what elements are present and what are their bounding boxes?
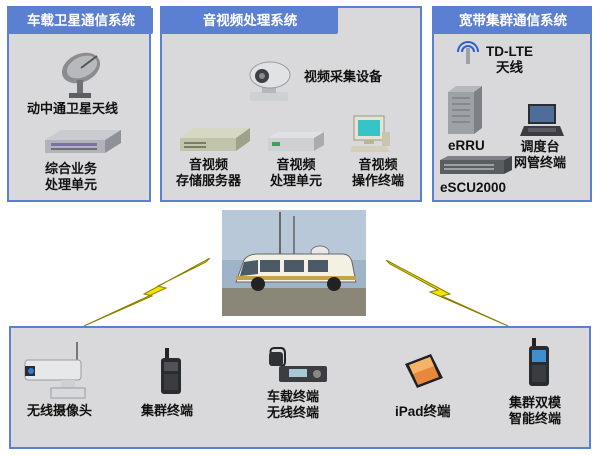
label-line: eSCU2000: [440, 180, 507, 195]
label-line: 网管终端: [514, 156, 567, 171]
satellite-system-title: 车载卫星通信系统: [9, 8, 153, 34]
av-system-panel: 音视频处理系统 视频采集设备 音视频 存储服务器: [160, 6, 422, 202]
wireless-link-right-icon: [384, 260, 510, 328]
service-unit-label: 综合业务 处理单元: [45, 162, 97, 194]
satellite-system-panel: 车载卫星通信系统 动中通卫星天线 综合业务 处理单元: [7, 6, 153, 202]
wireless-link-left-icon: [80, 258, 212, 328]
label-line: 天线: [496, 60, 523, 75]
cluster-terminal-label: 集群终端: [141, 404, 193, 420]
dual-mode-terminal-label: 集群双模 智能终端: [509, 396, 561, 428]
satellite-antenna-label: 动中通卫星天线: [27, 102, 118, 118]
tdlte-antenna-icon: [454, 38, 482, 64]
dispatch-laptop-icon: [518, 102, 566, 140]
broadband-system-title: 宽带集群通信系统: [434, 8, 592, 34]
service-unit-icon: [41, 126, 125, 156]
escu-label: eSCU2000: [440, 180, 506, 196]
cluster-terminal-icon: [159, 348, 183, 396]
label-line: iPad终端: [395, 404, 451, 419]
label-line: 无线终端: [267, 406, 320, 421]
wireless-camera-icon: [21, 342, 93, 400]
command-vehicle-photo: [222, 210, 366, 316]
label-line: 处理单元: [45, 178, 98, 193]
video-camera-icon: [244, 58, 294, 104]
dispatch-terminal-label: 调度台 网管终端: [514, 140, 566, 172]
processing-unit-icon: [266, 130, 326, 154]
broadband-system-panel: 宽带集群通信系统 TD-LTE 天线 eRRU: [432, 6, 592, 202]
label-line: 视频采集设备: [304, 70, 383, 85]
label-line: 车载终端: [267, 390, 320, 405]
label-line: 音视频: [276, 158, 316, 173]
vehicle-terminal-label: 车载终端 无线终端: [267, 390, 319, 422]
operation-terminal-icon: [350, 114, 392, 154]
terminals-panel: 无线摄像头 集群终端 车载终端 无线终端 iPad终端: [9, 326, 591, 449]
tdlte-antenna-label: TD-LTE 天线: [486, 44, 533, 76]
storage-server-icon: [178, 126, 252, 154]
label-line: 音视频: [358, 158, 398, 173]
label-line: 操作终端: [352, 174, 405, 189]
errru-icon: [444, 84, 484, 136]
label-line: 存储服务器: [176, 174, 242, 189]
av-system-title: 音视频处理系统: [162, 8, 338, 34]
processing-unit-label: 音视频 处理单元: [270, 158, 322, 190]
label-line: 音视频: [189, 158, 229, 173]
label-line: 集群终端: [141, 404, 194, 419]
operation-terminal-label: 音视频 操作终端: [352, 158, 404, 190]
label-line: eRRU: [448, 138, 485, 153]
label-line: 综合业务: [45, 162, 98, 177]
label-line: 调度台: [520, 140, 560, 155]
escu-device-icon: [438, 154, 514, 176]
vehicle-terminal-icon: [267, 346, 331, 386]
label-line: 处理单元: [270, 174, 323, 189]
label-line: 无线摄像头: [27, 404, 93, 419]
ipad-terminal-label: iPad终端: [395, 404, 451, 420]
label-line: 集群双模: [509, 396, 562, 411]
label-line: 动中通卫星天线: [27, 102, 119, 117]
storage-server-label: 音视频 存储服务器: [176, 158, 241, 190]
ipad-terminal-icon: [401, 352, 445, 390]
satellite-dish-icon: [57, 48, 109, 100]
wireless-camera-label: 无线摄像头: [27, 404, 92, 420]
label-line: TD-LTE: [486, 44, 533, 59]
errru-label: eRRU: [448, 138, 485, 154]
capture-device-label: 视频采集设备: [304, 70, 382, 86]
label-line: 智能终端: [509, 412, 562, 427]
dual-mode-terminal-icon: [527, 338, 551, 388]
